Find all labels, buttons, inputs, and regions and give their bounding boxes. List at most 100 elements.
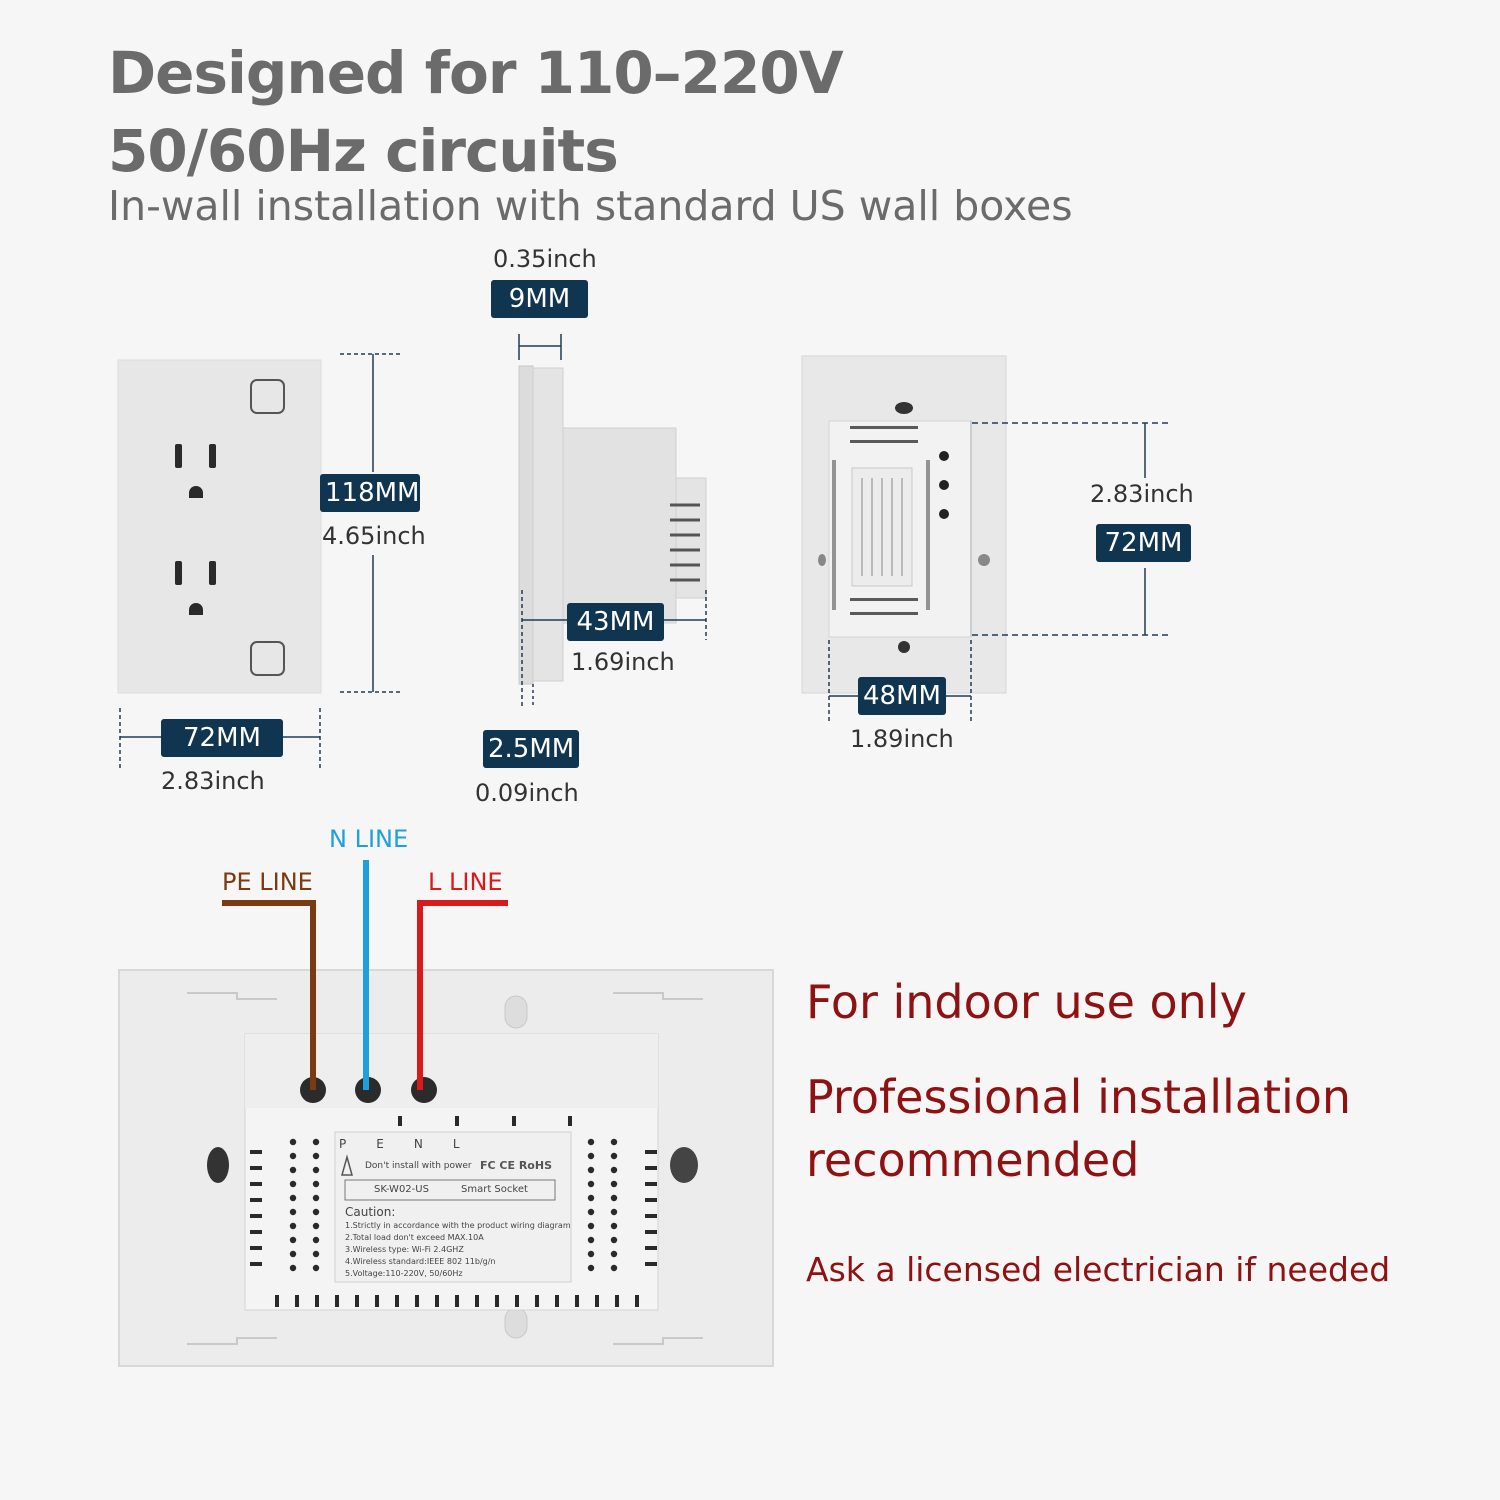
side-view-socket bbox=[518, 365, 707, 685]
vent-hole bbox=[312, 1222, 320, 1230]
vent-hole bbox=[587, 1194, 595, 1202]
title-line-1: Designed for 110–220V bbox=[108, 39, 844, 107]
vent-slot bbox=[645, 1214, 657, 1218]
vent-hole bbox=[289, 1264, 297, 1272]
side-plate-inch: 0.09inch bbox=[475, 779, 579, 807]
model-number: SK-W02-US bbox=[374, 1184, 429, 1195]
side-depth-body-mm-badge: 43MM bbox=[567, 603, 664, 641]
pe-line-label: PE LINE bbox=[222, 868, 313, 896]
vent-slot bbox=[575, 1295, 579, 1307]
vent-slot bbox=[555, 1295, 559, 1307]
vent-hole bbox=[289, 1138, 297, 1146]
product-name: Smart Socket bbox=[461, 1184, 528, 1195]
vent-slot bbox=[250, 1246, 262, 1250]
vent-hole bbox=[587, 1166, 595, 1174]
vent-slot bbox=[250, 1198, 262, 1202]
electrician-note: Ask a licensed electrician if needed bbox=[806, 1250, 1391, 1289]
front-height-dimension bbox=[340, 353, 402, 693]
vent-hole bbox=[610, 1222, 618, 1230]
back-dimensions bbox=[828, 422, 1172, 724]
vent-hole bbox=[587, 1236, 595, 1244]
side-plate-mm-badge: 2.5MM bbox=[483, 730, 579, 768]
front-width-mm-badge: 72MM bbox=[161, 719, 283, 757]
side-depth-body-inch: 1.69inch bbox=[571, 648, 675, 676]
caution-line: 2.Total load don't exceed MAX.10A bbox=[345, 1233, 484, 1242]
warning-text: Don't install with power bbox=[365, 1161, 472, 1171]
vent-hole bbox=[312, 1194, 320, 1202]
vent-hole bbox=[610, 1194, 618, 1202]
vent-hole bbox=[587, 1222, 595, 1230]
back-height-inch: 2.83inch bbox=[1090, 480, 1194, 508]
vent-slot bbox=[250, 1214, 262, 1218]
back-height-mm-badge: 72MM bbox=[1096, 524, 1191, 562]
vent-slot bbox=[375, 1295, 379, 1307]
vent-slot bbox=[455, 1116, 459, 1126]
back-width-inch: 1.89inch bbox=[850, 725, 954, 753]
vent-slot bbox=[645, 1182, 657, 1186]
vent-slot bbox=[615, 1295, 619, 1307]
vent-hole bbox=[312, 1180, 320, 1188]
vent-slot bbox=[645, 1166, 657, 1170]
professional-note-line-2: recommended bbox=[806, 1133, 1140, 1187]
title-line-2: 50/60Hz circuits bbox=[108, 117, 619, 185]
vent-hole bbox=[289, 1194, 297, 1202]
module-vent-holes bbox=[250, 1116, 657, 1307]
vent-slot bbox=[645, 1198, 657, 1202]
vent-slot bbox=[635, 1295, 639, 1307]
vent-slot bbox=[335, 1295, 339, 1307]
vent-slot bbox=[250, 1182, 262, 1186]
vent-slot bbox=[355, 1295, 359, 1307]
vent-slot bbox=[595, 1295, 599, 1307]
back-width-mm-badge: 48MM bbox=[858, 677, 946, 715]
professional-note-line-1: Professional installation bbox=[806, 1070, 1352, 1124]
caution-title: Caution: bbox=[345, 1205, 396, 1219]
caution-line: 3.Wireless type: Wi-Fi 2.4GHZ bbox=[345, 1245, 464, 1254]
vent-slot bbox=[315, 1295, 319, 1307]
side-dimensions bbox=[518, 334, 707, 708]
vent-hole bbox=[610, 1152, 618, 1160]
caution-line: 5.Voltage:110-220V, 50/60Hz bbox=[345, 1269, 463, 1278]
caution-list: 1.Strictly in accordance with the produc… bbox=[345, 1220, 571, 1280]
vent-hole bbox=[312, 1208, 320, 1216]
vent-slot bbox=[535, 1295, 539, 1307]
vent-hole bbox=[289, 1250, 297, 1258]
vent-hole bbox=[289, 1222, 297, 1230]
vent-slot bbox=[295, 1295, 299, 1307]
back-view-socket bbox=[801, 355, 1007, 694]
caution-line: 1.Strictly in accordance with the produc… bbox=[345, 1221, 571, 1230]
vent-slot bbox=[645, 1246, 657, 1250]
pe-wire bbox=[222, 900, 316, 1090]
vent-slot bbox=[475, 1295, 479, 1307]
front-width-dimension bbox=[119, 708, 321, 770]
vent-hole bbox=[312, 1250, 320, 1258]
cert-marks: FC CE RoHS bbox=[480, 1159, 552, 1172]
vent-slot bbox=[495, 1295, 499, 1307]
vent-hole bbox=[587, 1250, 595, 1258]
vent-slot bbox=[645, 1150, 657, 1154]
vent-hole bbox=[587, 1152, 595, 1160]
front-height-inch: 4.65inch bbox=[322, 522, 426, 550]
subtitle: In-wall installation with standard US wa… bbox=[108, 182, 1073, 230]
vent-hole bbox=[312, 1152, 320, 1160]
side-depth-top-inch: 0.35inch bbox=[493, 245, 597, 273]
l-wire bbox=[417, 900, 508, 1090]
vent-slot bbox=[395, 1295, 399, 1307]
vent-slot bbox=[645, 1262, 657, 1266]
l-line-label: L LINE bbox=[428, 868, 503, 896]
vent-hole bbox=[312, 1264, 320, 1272]
vent-slot bbox=[455, 1295, 459, 1307]
vent-slot bbox=[515, 1295, 519, 1307]
caution-line: 4.Wireless standard:IEEE 802 11b/g/n bbox=[345, 1257, 496, 1266]
vent-hole bbox=[587, 1138, 595, 1146]
vent-hole bbox=[587, 1264, 595, 1272]
vent-slot bbox=[415, 1295, 419, 1307]
vent-slot bbox=[645, 1230, 657, 1234]
vent-hole bbox=[587, 1208, 595, 1216]
vent-hole bbox=[312, 1236, 320, 1244]
front-height-mm-badge: 118MM bbox=[320, 474, 420, 512]
vent-slot bbox=[568, 1116, 572, 1126]
vent-hole bbox=[289, 1152, 297, 1160]
vent-hole bbox=[289, 1236, 297, 1244]
vent-hole bbox=[312, 1138, 320, 1146]
vent-hole bbox=[610, 1166, 618, 1174]
